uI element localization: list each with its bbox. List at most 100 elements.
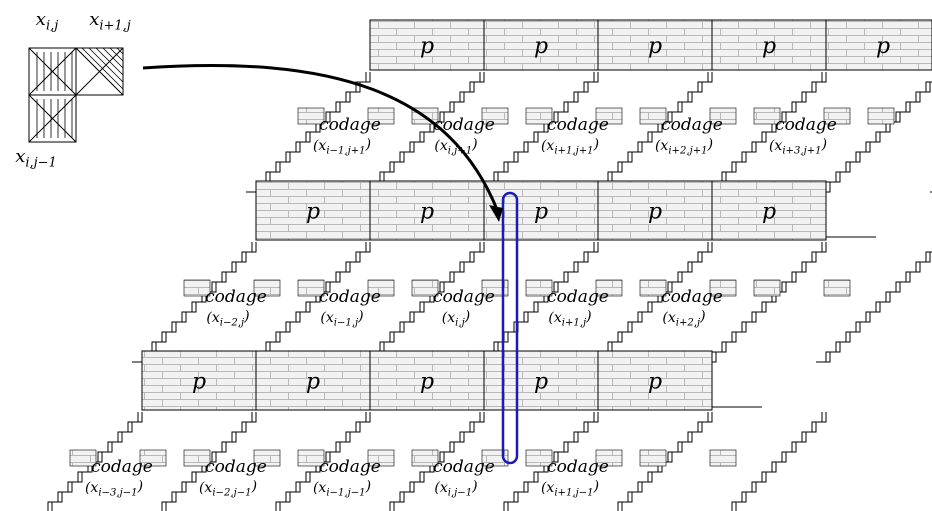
staircase-b-r1-c6 [816, 251, 932, 363]
coder-label-r1-c1: codage [319, 287, 381, 307]
chip-r1-c1 [297, 279, 325, 297]
template-cell-xij-diag [28, 47, 77, 96]
staircase-b-r0-c1 [360, 72, 481, 193]
coder-context-r2-c3: (xi,j−1) [434, 479, 477, 499]
coder-context-r1-c0: (xi−2,j) [206, 309, 249, 329]
coder-label-r1-c4: codage [661, 287, 723, 307]
chip2-r0-c0 [367, 107, 395, 125]
staircase-b-r2-c1 [161, 412, 253, 511]
block-label-r2-c1: p [306, 370, 320, 395]
highlight-column [501, 191, 519, 465]
chip-r2-c5 [639, 449, 667, 467]
brick-block-r2-c4 [597, 350, 713, 411]
coder-label-r0-c1: codage [433, 115, 495, 135]
coder-label-r1-c2: codage [433, 287, 495, 307]
staircase-b-r0-c0 [246, 72, 367, 193]
block-label-r1-c4: p [762, 200, 776, 225]
chip-r2-c3 [411, 449, 439, 467]
chip-r0-c3 [639, 107, 667, 125]
staircase-b-r1-c2 [360, 242, 481, 363]
block-label-r0-c4: p [876, 34, 890, 59]
coder-label-r2-c3: codage [433, 457, 495, 477]
brick-block-r2-c0 [141, 350, 257, 411]
coder-label-r1-c3: codage [547, 287, 609, 307]
template-cell-xij-1-diag [28, 94, 77, 143]
staircase-b-r1-c4 [588, 242, 709, 363]
template-cell-xi1j [75, 47, 124, 96]
coder-context-r1-c3: (xi+1,j) [548, 309, 591, 329]
block-label-r2-c3: p [534, 370, 548, 395]
staircase-b-r2-c0 [47, 412, 139, 511]
block-label-r0-c0: p [420, 34, 434, 59]
coder-context-r2-c4: (xi+1,j−1) [541, 479, 599, 499]
block-label-r0-c1: p [534, 34, 548, 59]
template-cell-xi1j-diag [75, 47, 124, 96]
brick-block-r0-c1 [483, 19, 599, 71]
coder-label-r1-c0: codage [205, 287, 267, 307]
context-template: xi,j xi+1,j xi,j−1 [15, 9, 131, 171]
coder-label-r2-c0: codage [91, 457, 153, 477]
chip-r1-c2 [411, 279, 439, 297]
chip-r0-c4 [753, 107, 781, 125]
legend-label-xij: xi,j [36, 9, 58, 34]
chip2-r1-c0 [253, 279, 281, 297]
coder-label-r2-c2: codage [319, 457, 381, 477]
legend-label-xi1j: xi+1,j [89, 9, 131, 34]
staircase-layer [47, 72, 932, 511]
coder-label-r0-c0: codage [319, 115, 381, 135]
chip2-r0-c2 [595, 107, 623, 125]
coder-context-r0-c4: (xi+3,j+1) [769, 137, 827, 157]
staircase-b-r2-c2 [275, 412, 367, 511]
block-label-r1-c0: p [306, 200, 320, 225]
coder-context-r0-c3: (xi+2,j+1) [655, 137, 713, 157]
block-label-r2-c4: p [648, 370, 662, 395]
block-label-r0-c3: p [762, 34, 776, 59]
coder-context-r2-c2: (xi−1,j−1) [313, 479, 371, 499]
brick-block-r1-c3 [597, 180, 713, 241]
chip-r2-c4 [525, 449, 553, 467]
coder-label-r2-c1: codage [205, 457, 267, 477]
block-label-r1-c2: p [534, 200, 548, 225]
chip2-r1-c1 [367, 279, 395, 297]
coder-context-r2-c0: (xi−3,j−1) [85, 479, 143, 499]
arrow-head [489, 205, 503, 222]
staircase-b-r1-c3 [474, 242, 595, 363]
chip-r0-c0 [297, 107, 325, 125]
coder-label-r2-c4: codage [547, 457, 609, 477]
legend-label-xij-1: xi,j−1 [15, 146, 57, 171]
staircase-b-r1-c5 [702, 242, 823, 363]
chip2-r0-c4 [823, 107, 851, 125]
brick-block-r0-c4 [825, 19, 932, 71]
staircase-b-r0-c3 [588, 72, 709, 193]
brick-block-r0-c3 [711, 19, 827, 71]
block-label-r2-c0: p [192, 370, 206, 395]
mapping-arrow [142, 63, 500, 213]
chip2-r2-c5 [709, 449, 737, 467]
staircase-b-r2-c4 [503, 412, 595, 511]
template-cell-xij-1-hatch [36, 99, 73, 138]
staircase-b-r0-c2 [474, 72, 595, 193]
coder-context-r2-c1: (xi−2,j−1) [199, 479, 257, 499]
coder-context-r1-c4: (xi+2,j) [662, 309, 705, 329]
block-label-r2-c2: p [420, 370, 434, 395]
chip-r0-c2 [525, 107, 553, 125]
chip2-r0-c1 [481, 107, 509, 125]
chip2-r2-c3 [481, 449, 509, 467]
template-cell-xij-1 [28, 94, 77, 143]
coder-context-r1-c1: (xi−1,j) [320, 309, 363, 329]
coder-context-r1-c2: (xi,j) [442, 309, 470, 329]
chip-r1-c0 [183, 279, 211, 297]
coder-label-r0-c4: codage [775, 115, 837, 135]
chip2-r1-c3 [595, 279, 623, 297]
staircase-b-r2-c6 [731, 412, 823, 511]
brick-block-r1-c4 [711, 180, 827, 241]
staircase-b-r1-c0 [132, 242, 253, 363]
brick-block-r0-c0 [369, 19, 485, 71]
chip2-r1-c4 [709, 279, 737, 297]
staircase-b-r0-c4 [702, 72, 823, 193]
block-label-r1-c3: p [648, 200, 662, 225]
chip-r1-c5 [753, 279, 781, 297]
brick-block-r1-c1 [369, 180, 485, 241]
